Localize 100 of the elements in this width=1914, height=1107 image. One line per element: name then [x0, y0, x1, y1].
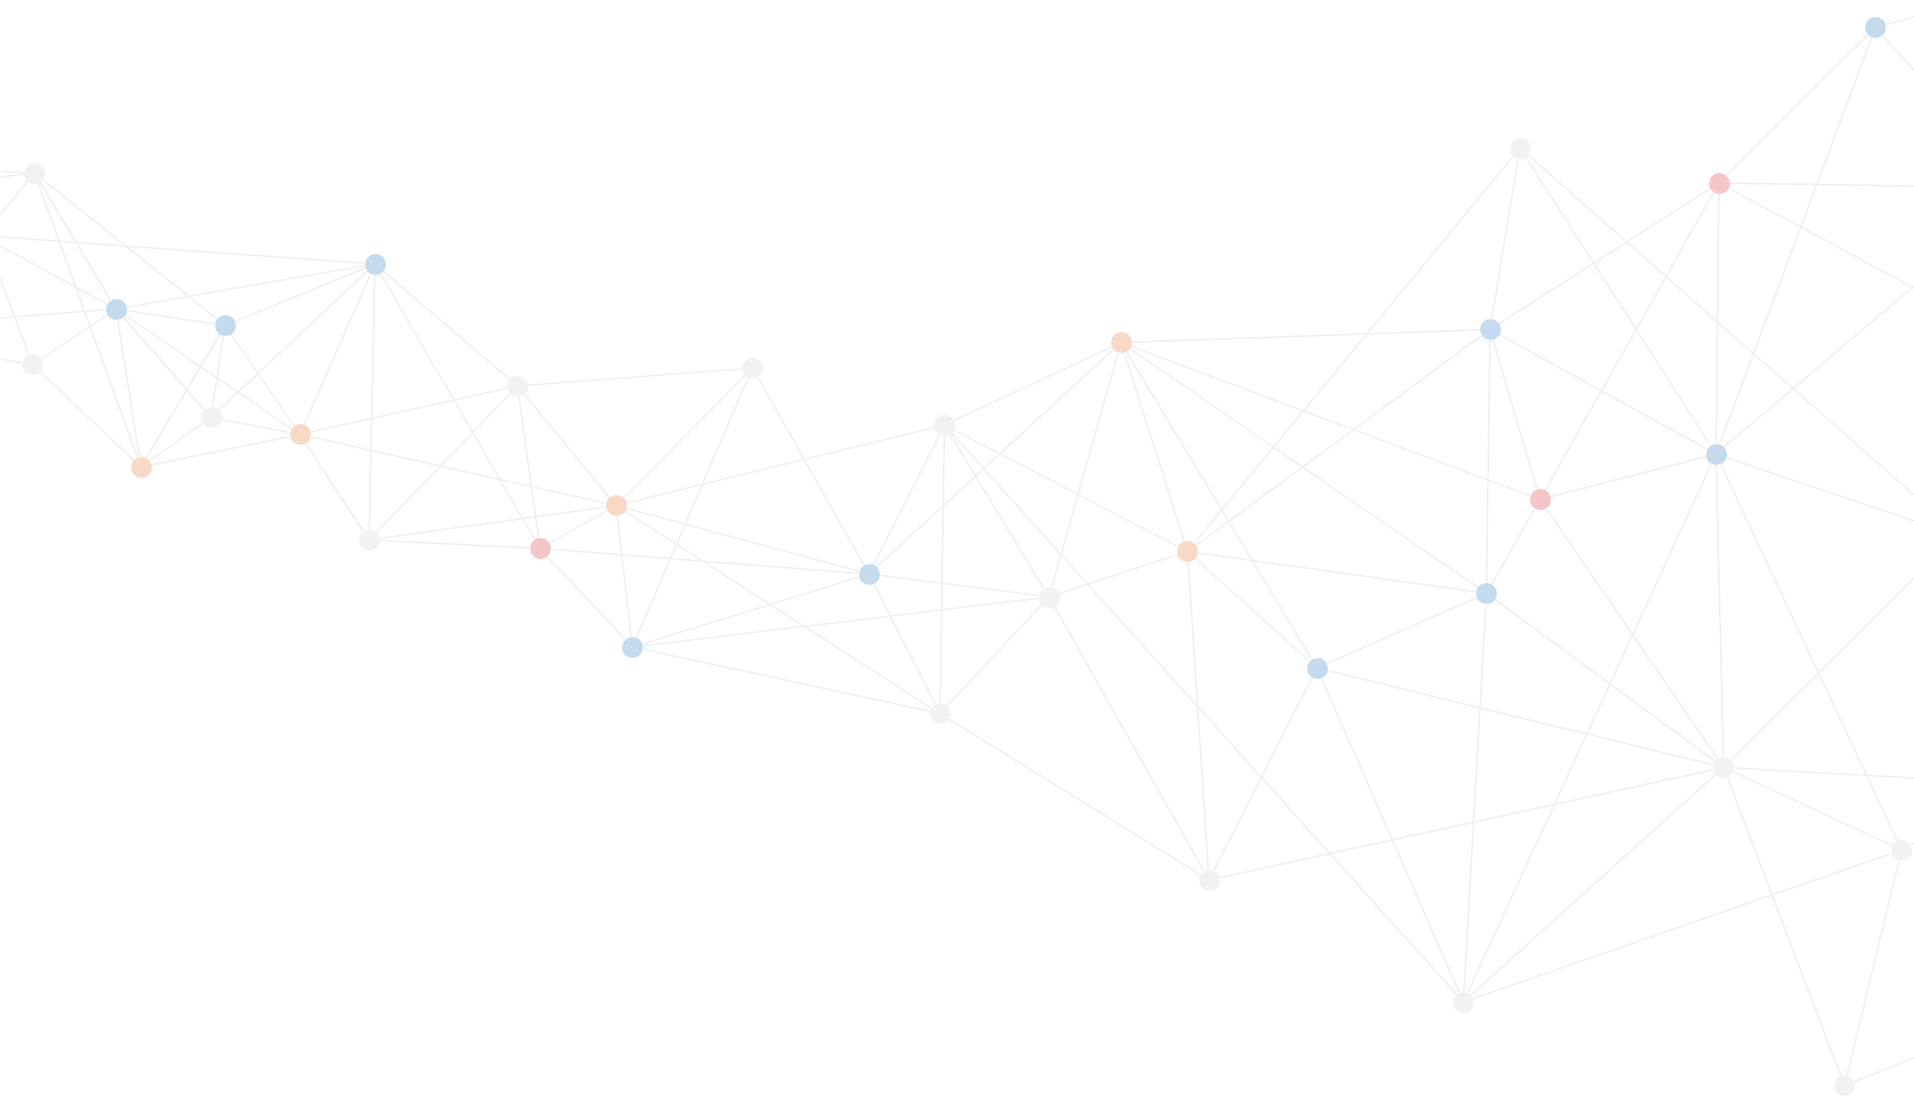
connector-line: [1494, 598, 1716, 762]
connector-line: [953, 346, 1113, 422]
connector-line: [211, 335, 225, 408]
connector-line: [1884, 16, 1914, 26]
connector-line: [1123, 351, 1186, 543]
connector-line: [622, 374, 746, 499]
connector-line: [1498, 187, 1711, 325]
connector-line: [309, 436, 607, 504]
connector-line: [950, 432, 1458, 995]
network-node: [1110, 332, 1132, 353]
connector-line: [1498, 333, 1708, 450]
network-node: [1708, 172, 1730, 194]
network-node: [289, 424, 311, 445]
connector-line: [309, 387, 509, 434]
connector-line: [1725, 456, 1914, 522]
connector-line: [1195, 334, 1483, 547]
connector-line: [1492, 338, 1538, 491]
connector-line: [878, 574, 1040, 597]
connector-line: [616, 515, 633, 638]
connector-line: [1193, 155, 1515, 545]
connector-line: [625, 426, 936, 504]
connector-line: [872, 582, 937, 705]
network-node: [1529, 489, 1551, 510]
connector-line: [368, 273, 376, 531]
network-node: [1865, 17, 1886, 38]
connector-line: [625, 507, 860, 573]
connector-line: [41, 178, 218, 320]
connector-line: [1467, 462, 1713, 994]
connector-line: [1485, 339, 1491, 584]
connector-line: [379, 272, 536, 541]
connector-line: [641, 648, 931, 713]
connector-line: [0, 309, 107, 319]
connector-line: [624, 510, 932, 709]
connector-line: [304, 442, 365, 532]
connector-line: [635, 376, 750, 639]
network-node: [1306, 657, 1328, 679]
connector-line: [122, 316, 205, 411]
connector-line: [1463, 603, 1487, 993]
connector-line: [1130, 345, 1531, 497]
connector-line: [953, 429, 1179, 548]
connector-line: [1718, 36, 1873, 445]
connector-line: [1549, 455, 1707, 498]
connector-line: [1058, 554, 1179, 595]
network-node: [130, 456, 152, 478]
connector-line: [382, 270, 511, 380]
connector-line: [1544, 191, 1715, 492]
connector-line: [1325, 596, 1478, 665]
network-node: [858, 563, 880, 585]
connector-line: [1320, 676, 1460, 994]
network-node: [1705, 443, 1727, 465]
connector-line: [37, 182, 139, 458]
connector-line: [1725, 34, 1869, 177]
connector-line: [1212, 676, 1314, 872]
connector-line: [641, 576, 860, 645]
connector-line: [378, 506, 607, 540]
connector-line: [1326, 669, 1715, 766]
connector-line: [756, 376, 865, 566]
connector-line: [1527, 154, 1914, 496]
connector-line: [546, 555, 627, 641]
connector-line: [303, 272, 372, 426]
connector-line: [145, 333, 221, 459]
connector-line: [1130, 329, 1481, 343]
network-node: [622, 636, 643, 658]
connector-line: [1524, 156, 1712, 446]
connector-line: [1728, 182, 1914, 187]
connector-line: [125, 265, 366, 308]
connector-line: [523, 393, 611, 499]
connector-line: [0, 245, 108, 305]
connector-line: [125, 309, 216, 325]
network-node: [1479, 319, 1501, 340]
network-node: [214, 315, 236, 336]
connector-line: [642, 597, 1040, 647]
connector-line: [0, 236, 366, 265]
network-node: [529, 538, 551, 559]
connector-line: [1490, 157, 1520, 320]
connector-line: [150, 435, 291, 466]
connector-line: [1197, 552, 1477, 593]
connector-line: [1545, 507, 1719, 760]
connector-line: [1723, 285, 1914, 448]
connector-line: [40, 314, 109, 360]
connector-line: [378, 539, 531, 549]
connector-line: [220, 418, 291, 434]
connector-line: [548, 509, 608, 545]
connector-line: [549, 548, 860, 574]
connector-line: [39, 370, 135, 461]
connector-line: [1187, 561, 1210, 871]
connector-line: [1125, 350, 1313, 660]
connector-line: [1051, 351, 1119, 588]
connector-line: [233, 267, 367, 323]
connector-line: [1128, 347, 1479, 589]
connector-line: [1490, 507, 1536, 585]
network-node: [605, 495, 627, 516]
connector-line: [1194, 557, 1310, 662]
connector-line: [872, 433, 941, 566]
connector-line: [123, 314, 293, 430]
connector-line: [230, 333, 295, 427]
connector-line: [875, 348, 1115, 568]
network-node: [364, 253, 386, 275]
connector-line: [39, 181, 112, 301]
connector-line: [518, 395, 540, 539]
